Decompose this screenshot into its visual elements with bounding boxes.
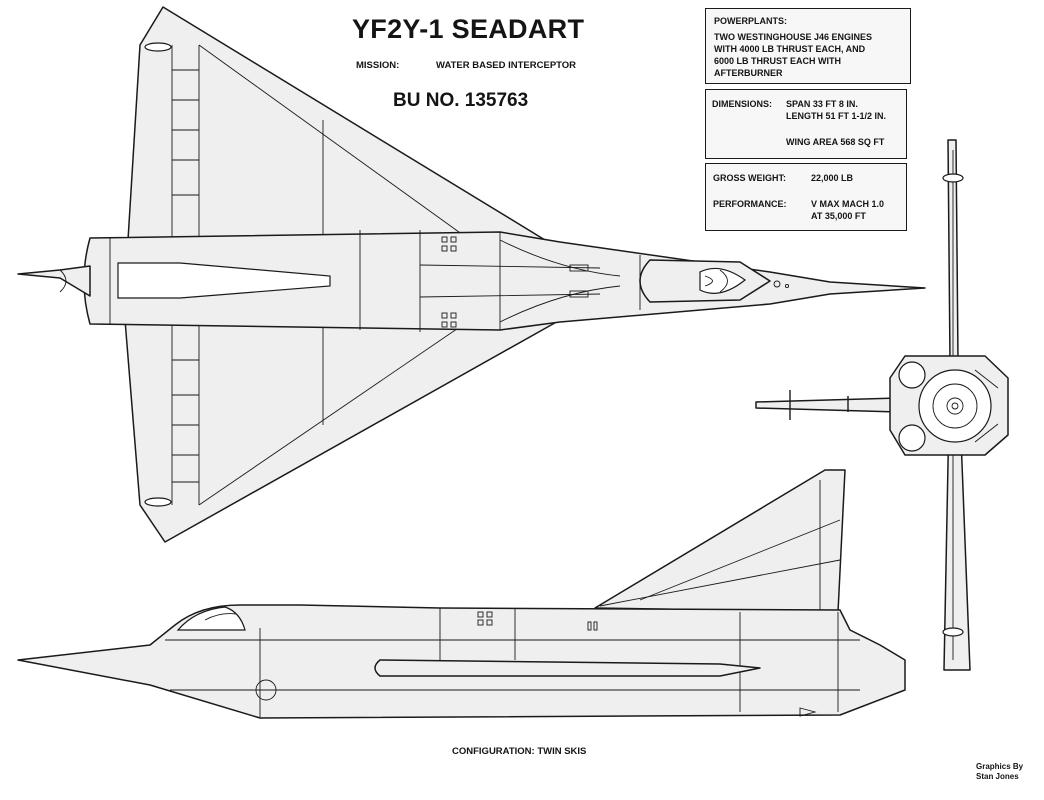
performance-line2: AT 35,000 FT (811, 211, 866, 221)
configuration-caption: CONFIGURATION: TWIN SKIS (452, 746, 587, 757)
gross-weight-value: 22,000 LB (811, 173, 854, 183)
canopy-side (176, 606, 246, 631)
performance-label: PERFORMANCE: (713, 199, 787, 209)
mission-value: WATER BASED INTERCEPTOR (436, 60, 577, 71)
credit-line: Stan Jones (976, 772, 1019, 781)
fuselage-plan (83, 231, 926, 331)
powerplants-line: TWO WESTINGHOUSE J46 ENGINES (714, 32, 873, 42)
powerplants-line: WITH 4000 LB THRUST EACH, AND (714, 44, 866, 54)
credit-line: Graphics By (976, 762, 1024, 771)
powerplants-box: POWERPLANTS: TWO WESTINGHOUSE J46 ENGINE… (705, 8, 911, 84)
performance-box: GROSS WEIGHT: 22,000 LB PERFORMANCE: V M… (705, 163, 907, 231)
page-title: YF2Y-1 SEADART (352, 14, 585, 44)
mission-label: MISSION: (356, 60, 400, 71)
dimensions-label: DIMENSIONS: (712, 99, 773, 109)
powerplants-line: 6000 LB THRUST EACH WITH (714, 56, 842, 66)
side-view (17, 469, 906, 719)
vertical-fin (594, 469, 846, 613)
dimensions-length: LENGTH 51 FT 1-1/2 IN. (786, 111, 887, 121)
hydro-ski (374, 659, 761, 677)
dimensions-wing-area: WING AREA 568 SQ FT (786, 137, 885, 147)
gross-weight-label: GROSS WEIGHT: (713, 173, 787, 183)
powerplants-line: AFTERBURNER (714, 68, 783, 78)
plan-view (17, 6, 926, 543)
front-view (755, 139, 1009, 671)
performance-line1: V MAX MACH 1.0 (811, 199, 885, 209)
dimensions-span: SPAN 33 FT 8 IN. (786, 99, 858, 109)
graphics-credit: Graphics By Stan Jones (976, 762, 1023, 782)
dimensions-box: DIMENSIONS: SPAN 33 FT 8 IN. LENGTH 51 F… (705, 89, 907, 159)
powerplants-heading: POWERPLANTS: (714, 16, 787, 26)
bureau-number: BU NO. 135763 (393, 90, 529, 111)
